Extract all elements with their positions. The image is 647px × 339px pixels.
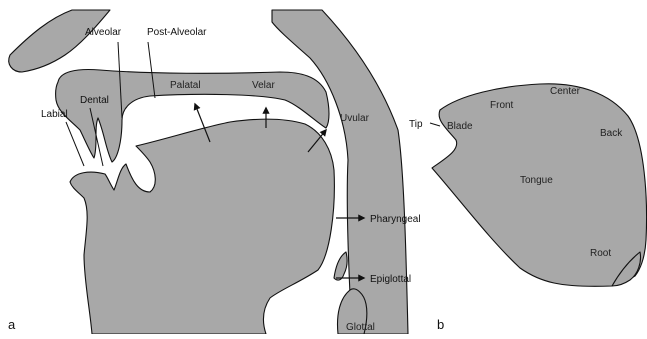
front-label: Front <box>490 100 514 111</box>
root-label: Root <box>590 248 611 259</box>
tip-leader <box>430 123 440 126</box>
center-label: Center <box>550 86 581 97</box>
nasal-skull-shape <box>9 10 110 72</box>
labial-label: Labial <box>41 109 68 120</box>
pharyngeal-label: Pharyngeal <box>370 214 421 225</box>
uvular-label: Uvular <box>340 113 370 124</box>
panel-a-vocal-tract <box>9 10 408 334</box>
velar-label: Velar <box>252 80 275 91</box>
epiglottal-label: Epiglottal <box>370 274 411 285</box>
palatal-label: Palatal <box>170 80 201 91</box>
tip-label: Tip <box>409 119 423 130</box>
epiglottis-shape <box>334 252 347 280</box>
dental-label: Dental <box>80 95 109 106</box>
blade-label: Blade <box>447 121 473 132</box>
panel-a-letter: a <box>8 317 16 332</box>
post-alveolar-label: Post-Alveolar <box>147 27 207 38</box>
back-label: Back <box>600 128 623 139</box>
panel-b-letter: b <box>437 317 444 332</box>
glottal-label: Glottal <box>346 322 375 333</box>
tongue-label: Tongue <box>520 175 553 186</box>
alveolar-label: Alveolar <box>85 27 122 38</box>
